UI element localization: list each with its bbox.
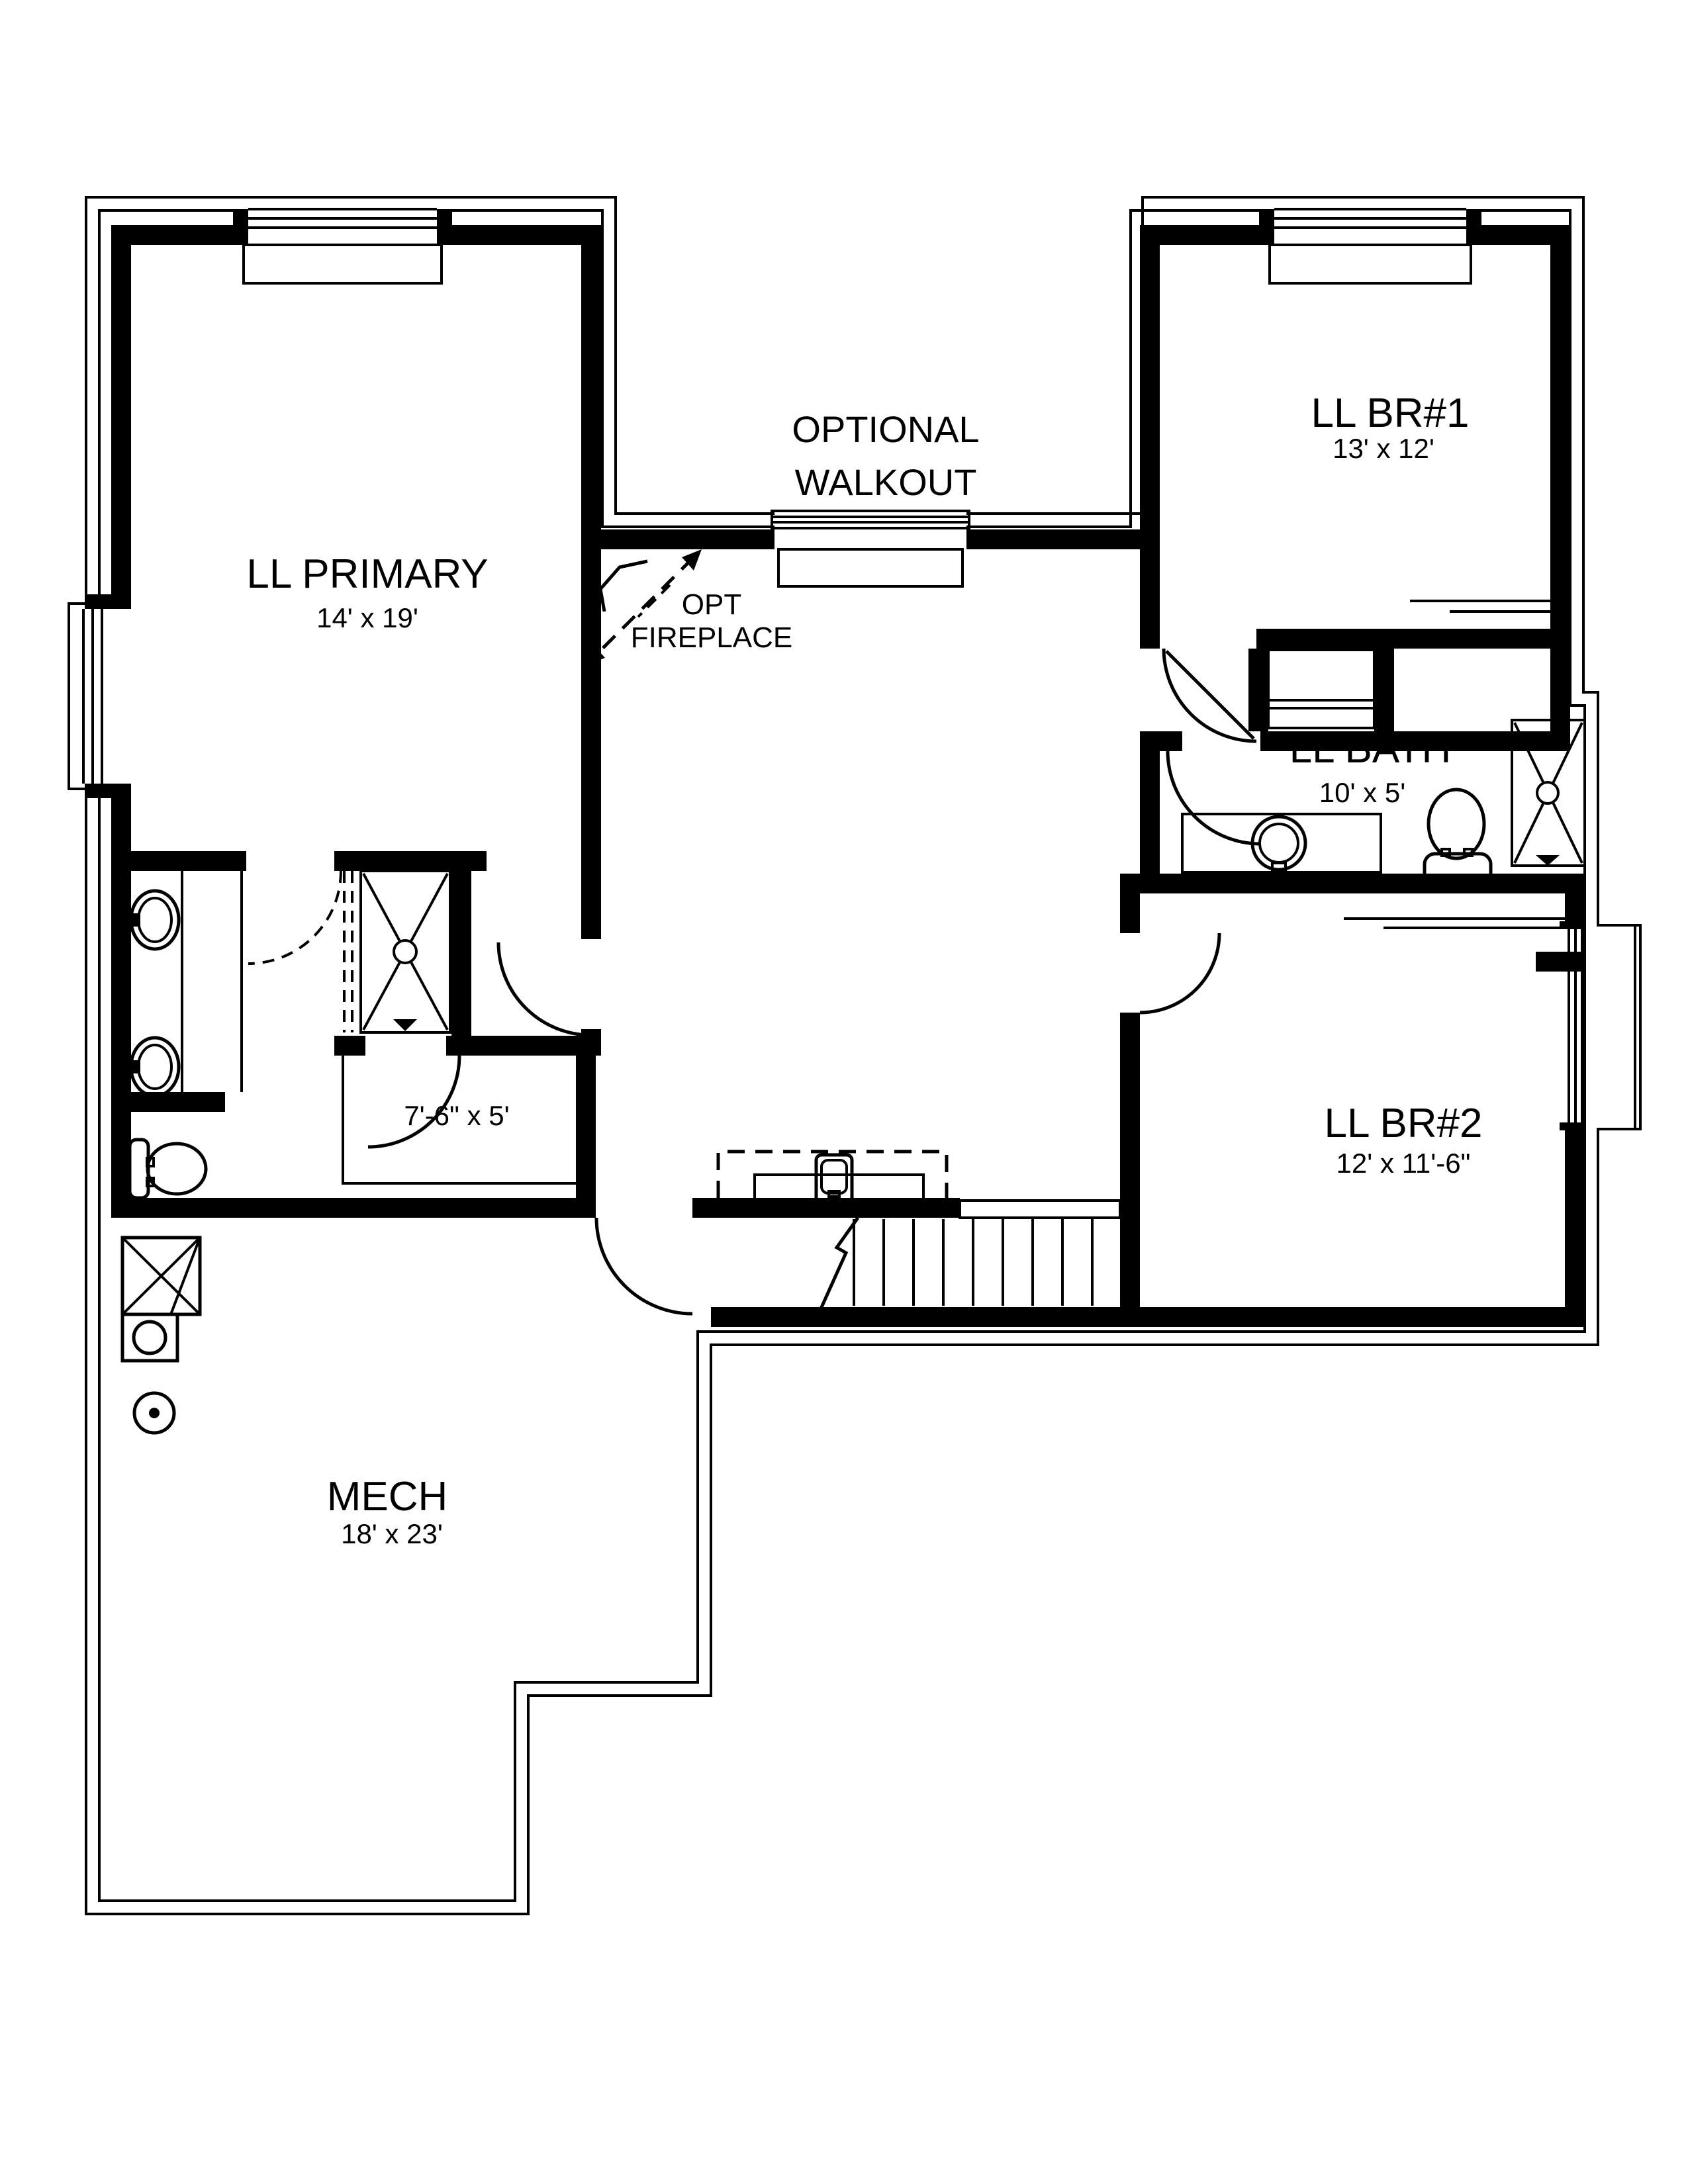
- bath-room-label: LL BATH: [1289, 726, 1452, 772]
- bath-shower-icon: [1511, 719, 1586, 867]
- primary-vanity-icon: [129, 871, 243, 1098]
- br2-egress-window-icon: [1560, 921, 1585, 1130]
- mech-door-arc: [594, 1217, 693, 1316]
- right-window-well: [1598, 924, 1636, 1130]
- water-heater-icon: [120, 1236, 202, 1363]
- optional-wet-bar-icon: [716, 1150, 949, 1206]
- bath-room-dims: 10' x 5': [1319, 777, 1405, 808]
- br2-closet-shelves-icon: [1344, 917, 1565, 929]
- walkout-label-line1: OPTIONAL: [792, 408, 979, 450]
- closet-outline: [342, 1056, 576, 1185]
- walkout-sliding-door-icon: [771, 510, 970, 588]
- primary-toilet-icon: [128, 1138, 208, 1200]
- br2-room-dims: 12' x 11'-6": [1336, 1148, 1471, 1179]
- closet-dims: 7'-6" x 5': [404, 1100, 509, 1131]
- br1-door-arc: [1162, 648, 1257, 743]
- left-window-well: [68, 602, 86, 790]
- door-swings: [248, 648, 1261, 1316]
- br1-room-dims: 13' x 12': [1333, 433, 1434, 464]
- primary-room-label: LL PRIMARY: [246, 551, 488, 597]
- optional-fireplace-icon: [585, 549, 702, 666]
- br1-window-icon: [1259, 199, 1481, 285]
- br1-door-leaf: [1165, 650, 1255, 740]
- br1-closet-shelves-icon: [1267, 600, 1552, 729]
- br2-room-label: LL BR#2: [1325, 1101, 1483, 1146]
- primary-left-window-icon: [74, 594, 131, 798]
- room-labels: LL PRIMARY 14' x 19' OPTIONAL WALKOUT LL…: [246, 390, 1482, 1549]
- primary-bath-optional-door-arc: [248, 870, 342, 965]
- br2-door-arc: [1139, 933, 1221, 1015]
- primary-room-dims: 14' x 19': [316, 602, 418, 633]
- mech-room-label: MECH: [327, 1474, 448, 1520]
- bath-toilet-icon: [1423, 788, 1493, 889]
- walkout-label-line2: WALKOUT: [795, 461, 977, 503]
- primary-door-arc: [496, 942, 592, 1037]
- stair-landing-edge: [959, 1199, 1121, 1219]
- bath-door-arc: [1166, 751, 1261, 846]
- primary-shower-icon: [343, 870, 451, 1034]
- closet-door-arc: [367, 1055, 461, 1149]
- fireplace-label-line2: FIREPLACE: [631, 621, 793, 654]
- floor-drain-icon: [132, 1391, 176, 1435]
- bath-vanity-icon: [1181, 813, 1382, 874]
- stair-break-line: [818, 1216, 860, 1313]
- primary-window-icon: [233, 199, 452, 285]
- mech-room-dims: 18' x 23': [341, 1518, 443, 1549]
- stairs-icon: [818, 1199, 1121, 1313]
- fireplace-label-line1: OPT: [682, 588, 741, 621]
- br1-room-label: LL BR#1: [1311, 390, 1470, 436]
